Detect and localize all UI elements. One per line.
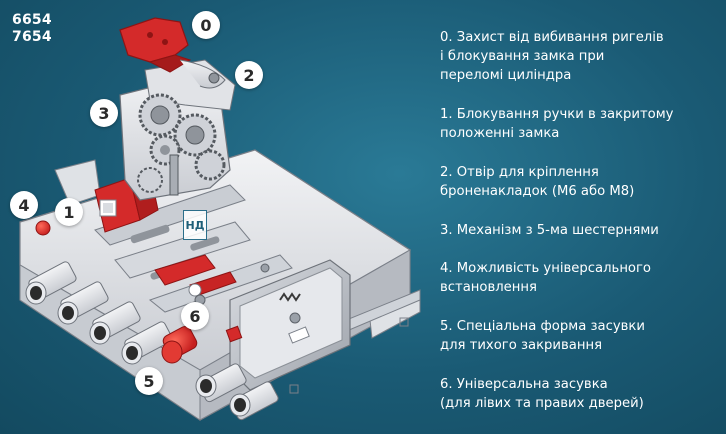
callout-label: 6 (189, 306, 201, 326)
feature-item: 2. Отвір для кріплення броненакладок (М6… (440, 165, 635, 199)
brand-logo: НД (183, 210, 207, 240)
bolt (57, 281, 109, 325)
feature-item: 4. Можливість універсального встановленн… (440, 261, 651, 295)
gear-mechanism (119, 59, 236, 201)
callout-0: 0 (192, 11, 220, 39)
callout-6: 6 (181, 302, 209, 330)
callout-1: 1 (55, 198, 83, 226)
bolt (89, 301, 141, 345)
brand-logo-text: НД (185, 218, 205, 232)
feature-item: 3. Механізм з 5-ма шестернями (440, 223, 659, 238)
bolt (25, 261, 77, 305)
bolt (229, 381, 279, 421)
callout-label: 0 (200, 15, 212, 35)
bolt (195, 363, 247, 403)
model-numbers: 6654 7654 (12, 12, 52, 46)
callout-label: 3 (98, 103, 110, 123)
callout-3: 3 (90, 99, 118, 127)
callout-4: 4 (10, 191, 38, 219)
feature-item: 5. Спеціальна форма засувки для тихого з… (440, 319, 645, 353)
callout-5: 5 (135, 367, 163, 395)
lock-bolts (25, 261, 279, 421)
feature-item: 1. Блокування ручки в закритому положенн… (440, 107, 674, 141)
bolt (121, 321, 173, 365)
callout-label: 5 (143, 371, 155, 391)
model-number: 7654 (12, 29, 52, 45)
feature-item: 0. Захист від вибивання ригелів і блокув… (440, 30, 664, 83)
callout-label: 4 (18, 195, 30, 215)
feature-item: 6. Універсальна засувка (для лівих та пр… (440, 377, 644, 411)
callout-label: 1 (63, 202, 75, 222)
model-number: 6654 (12, 12, 52, 28)
latch-bolt-red (161, 325, 198, 364)
callout-2: 2 (235, 61, 263, 89)
callout-label: 2 (243, 65, 255, 85)
anti-break-plate (119, 17, 226, 89)
